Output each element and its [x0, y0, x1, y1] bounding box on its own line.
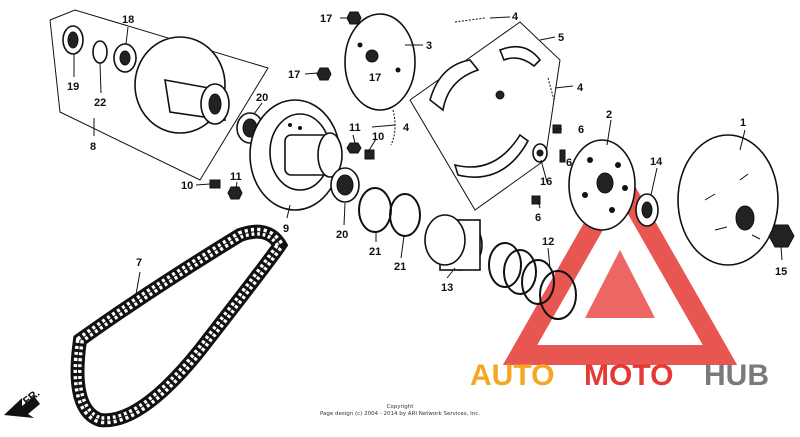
watermark-hub: HUB — [704, 359, 769, 392]
spring-4-right — [547, 77, 555, 101]
bolt-6-b — [559, 149, 566, 163]
callout-15: 15 — [775, 266, 787, 278]
part-11-right — [346, 142, 362, 154]
watermark-logo: AUTO MOTO HUB — [470, 359, 769, 392]
callout-9: 9 — [283, 223, 289, 235]
part-1-outer-drum — [677, 134, 779, 266]
callout-3: 3 — [426, 40, 432, 52]
part-3-plate — [344, 13, 416, 111]
callout-22: 22 — [94, 97, 106, 109]
spring-4-top — [454, 17, 486, 23]
callout-6-a: 6 — [578, 124, 584, 136]
callout-10-right: 10 — [372, 131, 384, 143]
callout-17-left: 17 — [288, 69, 300, 81]
callout-20-upper: 20 — [256, 92, 268, 104]
callout-4-mid: 4 — [403, 122, 410, 134]
callout-17-top: 17 — [320, 13, 332, 25]
part-13-collar — [424, 214, 483, 271]
callout-7: 7 — [136, 257, 142, 269]
nut-15 — [768, 224, 795, 248]
part-10-right — [364, 149, 375, 160]
callout-2: 2 — [606, 109, 612, 121]
part-10-left — [209, 179, 221, 189]
callout-4-top: 4 — [512, 11, 519, 23]
callout-16: 16 — [540, 176, 552, 188]
callout-13: 13 — [441, 282, 453, 294]
callout-6-b: 6 — [566, 157, 572, 169]
callout-20-lower: 20 — [336, 229, 348, 241]
callout-10-left: 10 — [181, 180, 193, 192]
front-arrow-icon: FR. — [4, 387, 42, 418]
spring-4-mid — [390, 109, 396, 146]
callout-8: 8 — [90, 141, 96, 153]
callout-1: 1 — [740, 117, 746, 129]
callout-11-right: 11 — [349, 122, 361, 134]
part-21-oring-a — [358, 187, 392, 233]
callout-21-a: 21 — [369, 246, 381, 258]
callout-11-left: 11 — [230, 171, 242, 183]
callout-19: 19 — [67, 81, 79, 93]
callout-5: 5 — [558, 32, 564, 44]
callout-6-c: 6 — [535, 212, 541, 224]
watermark-auto: AUTO — [470, 359, 554, 392]
callout-4-right: 4 — [577, 82, 584, 94]
part-11-left — [227, 186, 243, 200]
part-21-oring-b — [389, 193, 421, 237]
copyright-line2: Page design (c) 2004 - 2014 by ARI Netwo… — [320, 411, 480, 417]
callout-12: 12 — [542, 236, 554, 248]
leader-lines — [73, 16, 783, 301]
part-2-drive-plate — [568, 139, 636, 231]
part-9-movable-face — [249, 99, 343, 211]
callouts: 1 2 3 4 4 4 5 6 6 6 7 8 9 10 10 11 11 12… — [67, 11, 787, 294]
nut-17-top — [346, 11, 362, 25]
part-7-drive-belt — [70, 224, 289, 428]
part-5-shoe-assembly — [409, 21, 561, 211]
nut-17-left — [316, 67, 332, 81]
callout-14: 14 — [650, 156, 663, 168]
callout-17-mid: 17 — [369, 72, 381, 84]
callout-21-b: 21 — [394, 261, 406, 273]
watermark-triangle — [502, 159, 738, 365]
part-8-driven-face — [49, 9, 269, 181]
copyright-line1: Copyright — [387, 404, 415, 410]
watermark-moto: MOTO — [584, 359, 673, 392]
callout-18: 18 — [122, 14, 134, 26]
part-12-rings — [488, 242, 577, 320]
